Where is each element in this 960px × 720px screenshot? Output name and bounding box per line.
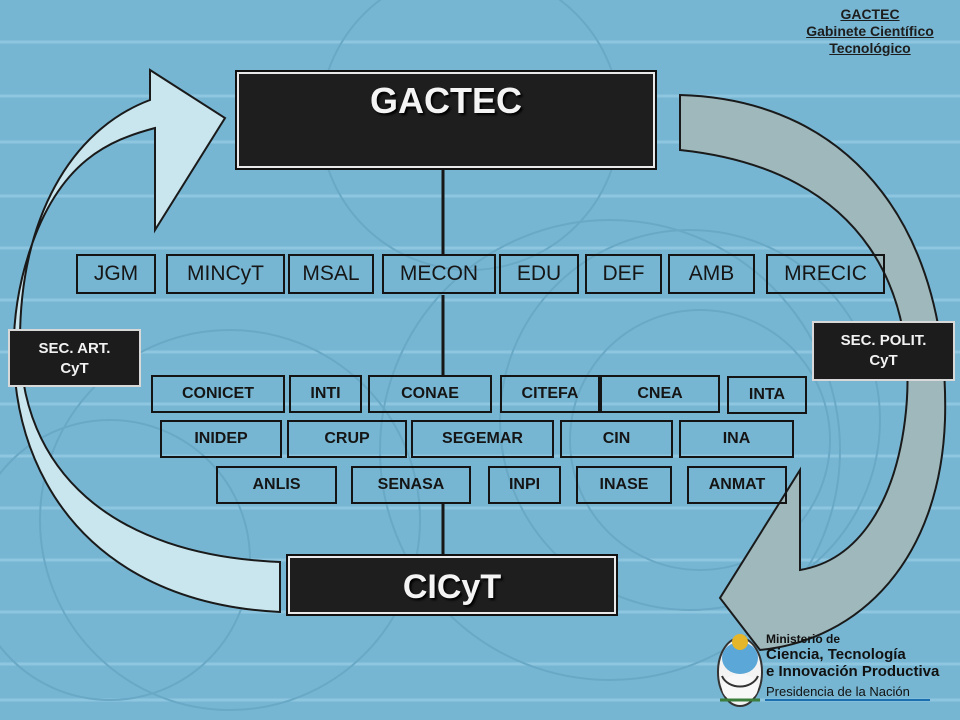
org-inpi: INPI [488,466,561,504]
sec-polit-line2: CyT [869,352,898,369]
corner-title: GACTEC Gabinete Científico Tecnológico [770,6,960,57]
org-inti: INTI [289,375,362,413]
logo-line2: Ciencia, Tecnología [766,646,906,663]
org-cin: CIN [560,420,673,458]
logo-line3: e Innovación Productiva [766,663,940,680]
org-segemar: SEGEMAR [411,420,554,458]
right-cycle-arrow [679,93,947,652]
ministry-logo-text: Ministerio de Ciencia, Tecnología e Inno… [766,633,956,700]
ministry-amb: AMB [668,254,755,294]
sec-polit-line1: SEC. POLIT. [840,332,927,349]
logo-line1: Ministerio de [766,632,841,646]
org-anmat: ANMAT [687,466,787,504]
ministry-edu: EDU [499,254,579,294]
org-citefa: CITEFA [500,375,600,413]
sec-polit-cyt-box: SEC. POLIT. CyT [812,321,955,381]
ministry-mecon: MECON [382,254,496,294]
org-inta: INTA [727,376,807,414]
ministry-def: DEF [585,254,662,294]
org-inase: INASE [576,466,672,504]
left-cycle-arrow [12,68,281,614]
cicyt-box: CICyT [286,554,618,616]
org-conae: CONAE [368,375,492,413]
org-inidep: INIDEP [160,420,282,458]
ministry-mincyt: MINCyT [166,254,285,294]
corner-title-line3: Tecnológico [829,40,911,56]
org-ina: INA [679,420,794,458]
logo-line4: Presidencia de la Nación [766,684,910,699]
ministry-msal: MSAL [288,254,374,294]
sec-art-line1: SEC. ART. [38,340,111,357]
gactec-box: GACTEC [235,70,657,170]
coat-of-arms-icon [717,634,763,707]
org-crup: CRUP [287,420,407,458]
ministry-jgm: JGM [76,254,156,294]
sec-art-line2: CyT [60,360,89,377]
org-senasa: SENASA [351,466,471,504]
org-anlis: ANLIS [216,466,337,504]
org-conicet: CONICET [151,375,285,413]
ministry-mrecic: MRECIC [766,254,885,294]
org-cnea: CNEA [600,375,720,413]
corner-title-line1: GACTEC [840,6,900,22]
corner-title-line2: Gabinete Científico [806,23,934,39]
sec-art-cyt-box: SEC. ART. CyT [8,329,141,387]
